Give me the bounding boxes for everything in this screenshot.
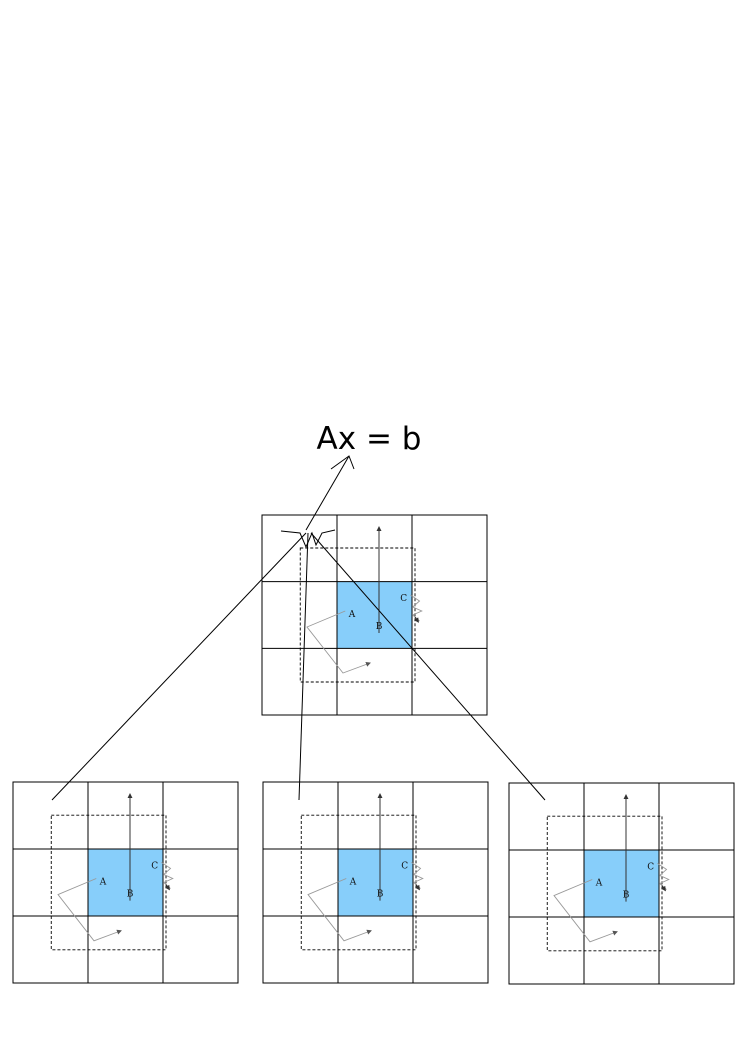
path-a-arrow	[306, 610, 371, 674]
center-cell	[88, 849, 163, 916]
halo-region-dashed	[299, 547, 416, 683]
point-label-c: C	[401, 861, 408, 871]
point-label-b: B	[623, 891, 630, 901]
point-label-c: C	[400, 594, 407, 604]
path-a-arrow	[553, 879, 618, 943]
path-a-arrow	[57, 878, 122, 942]
point-label-c: C	[151, 861, 158, 871]
point-label-b: B	[127, 890, 134, 900]
grid-panel-bottom-left: A B C	[12, 781, 239, 984]
point-label-a: A	[595, 879, 603, 889]
equation-label: Ax = b	[317, 421, 422, 457]
path-c-arrow	[414, 616, 419, 623]
center-cell	[338, 849, 413, 916]
merge-arrow-head-left	[280, 529, 336, 549]
grid-panel-top: A B C	[261, 514, 488, 716]
path-c-arrow	[415, 884, 420, 891]
point-label-b: B	[377, 890, 384, 900]
center-cell	[584, 850, 659, 917]
grid-border	[508, 782, 735, 985]
path-c-wiggle	[411, 862, 424, 889]
halo-region-dashed	[546, 815, 663, 952]
path-c-wiggle	[410, 594, 423, 622]
point-label-a: A	[349, 878, 357, 888]
connector-to-equation-line	[305, 455, 350, 531]
connector-right-line	[310, 532, 546, 801]
path-c-arrow	[165, 884, 170, 891]
point-label-b: B	[376, 622, 383, 632]
grid-border	[262, 781, 489, 984]
path-c-arrow	[661, 885, 666, 892]
connector-middle-line	[298, 532, 309, 801]
halo-region-dashed	[300, 814, 417, 951]
grid-border	[261, 514, 488, 716]
halo-region-dashed	[50, 814, 167, 951]
center-cell	[337, 581, 412, 649]
grid-panel-bottom-middle: A B C	[262, 781, 489, 984]
point-label-a: A	[99, 878, 107, 888]
grid-panel-bottom-right: A B C	[508, 782, 735, 985]
point-label-c: C	[647, 862, 654, 872]
connector-lines	[51, 455, 546, 801]
grid-border	[12, 781, 239, 984]
path-a-arrow	[307, 878, 372, 942]
path-c-wiggle	[161, 862, 174, 889]
connector-left-line	[51, 532, 307, 801]
equation-arrow-head	[330, 455, 355, 470]
path-c-wiggle	[657, 863, 670, 890]
point-label-a: A	[348, 610, 356, 620]
